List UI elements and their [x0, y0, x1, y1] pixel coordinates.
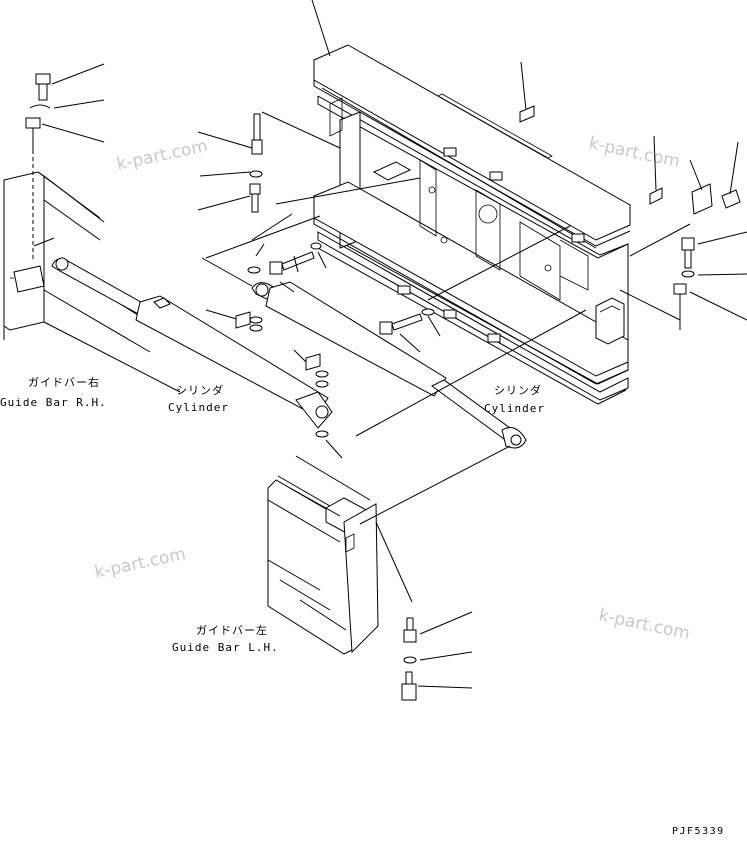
- drawing-code: PJF5339: [672, 826, 725, 837]
- bottom-hardware: [401, 611, 473, 701]
- label-guide-bar-rh-jp: ガイドバー右: [28, 375, 100, 389]
- watermark-1: k-part.com: [115, 136, 210, 175]
- guide-bar-lh: [267, 445, 511, 655]
- label-cylinder-right-jp: シリンダ: [494, 383, 542, 397]
- cylinder-bolt: [201, 213, 327, 287]
- middle-hardware: [197, 111, 341, 213]
- label-guide-bar-lh-en: Guide Bar L.H.: [172, 641, 279, 654]
- right-hardware: [619, 135, 747, 330]
- frame-bolt: [379, 225, 571, 353]
- label-guide-bar-lh-jp: ガイドバー左: [196, 624, 268, 637]
- guide-bar-rh: [3, 150, 201, 393]
- leader-diagonal-1: [355, 309, 587, 437]
- label-cylinder-left-en: Cylinder: [168, 401, 229, 414]
- watermark-2: k-part.com: [587, 133, 682, 172]
- label-cylinder-right-en: Cylinder: [484, 402, 545, 415]
- leader-diagonal-3: [275, 177, 421, 205]
- top-pin: [519, 61, 535, 123]
- left-top-hardware: [25, 63, 105, 150]
- watermark-3: k-part.com: [93, 544, 188, 583]
- leader-carriage: [311, 0, 331, 57]
- cylinder-left: [51, 257, 343, 459]
- watermark-4: k-part.com: [597, 605, 692, 644]
- label-cylinder-left-jp: シリンダ: [176, 383, 224, 397]
- cylinder-right: [251, 281, 527, 449]
- leader-diagonal-2: [205, 215, 321, 259]
- label-guide-bar-rh-en: Guide Bar R.H.: [0, 396, 107, 409]
